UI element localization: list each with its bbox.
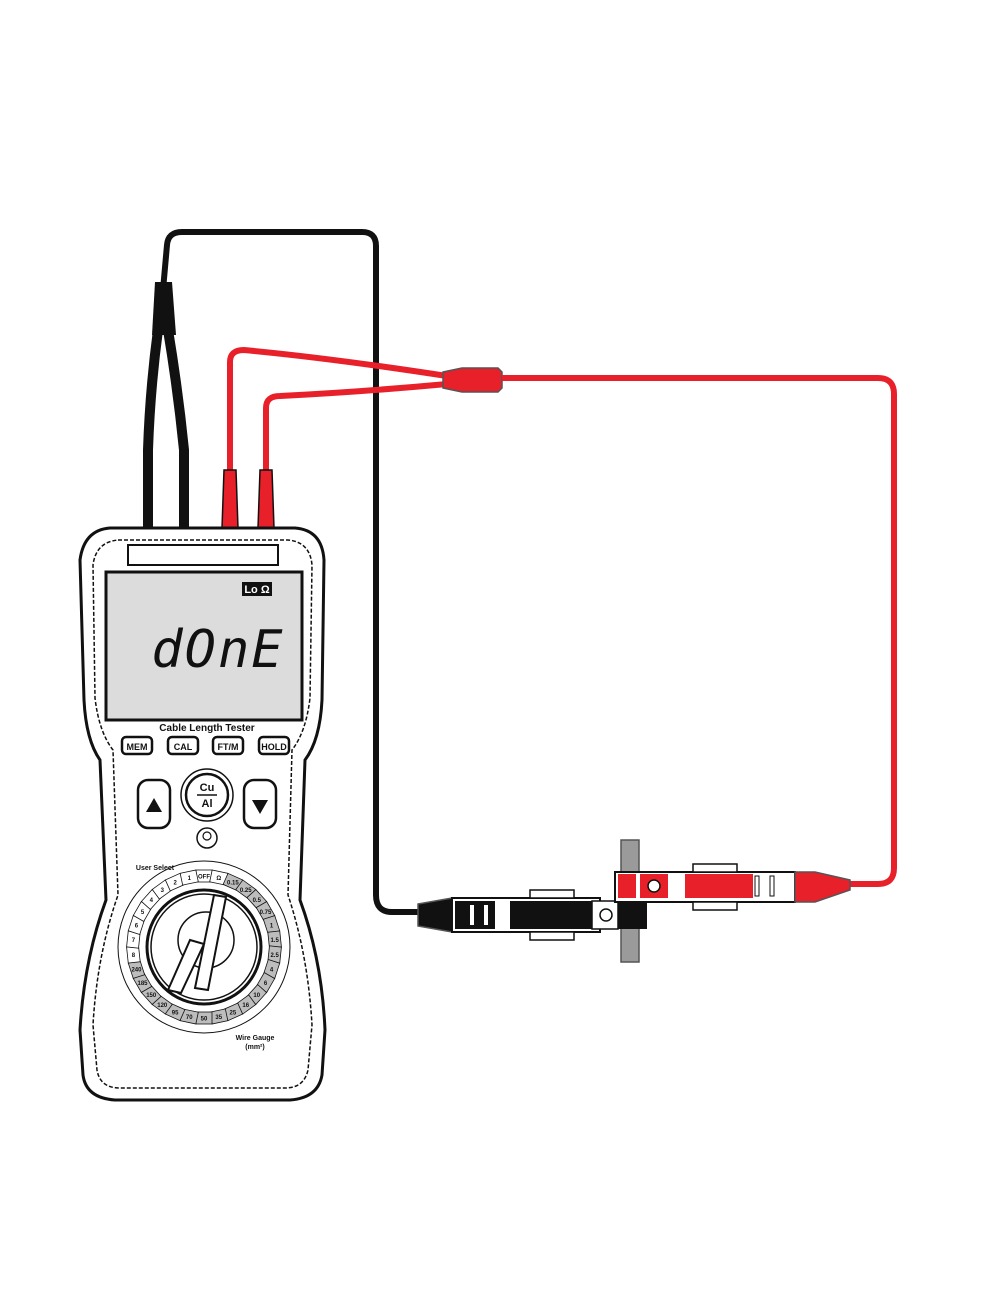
- dial-position-1[interactable]: 1: [270, 924, 274, 930]
- dial-position-4[interactable]: 4: [270, 967, 274, 973]
- red-probe-plug-right: [257, 469, 275, 529]
- cal-button[interactable]: CAL: [166, 735, 200, 756]
- dial-position-185[interactable]: 185: [138, 981, 149, 987]
- product-label: Cable Length Tester: [159, 723, 254, 734]
- lcd-display: [104, 570, 304, 722]
- cu-al-button[interactable]: Cu Al: [180, 768, 234, 822]
- svg-text:CAL: CAL: [174, 742, 193, 752]
- dial-position-35[interactable]: 35: [215, 1015, 222, 1021]
- wire-gauge-unit: (mm²): [245, 1044, 264, 1051]
- dial-position-5[interactable]: 5: [141, 910, 145, 916]
- dial-position-segment: [179, 869, 199, 886]
- triangle-up-icon: [146, 798, 162, 812]
- mem-button[interactable]: MEM: [120, 735, 154, 756]
- dial-position-4[interactable]: 4: [150, 898, 154, 904]
- ft-m-button[interactable]: FT/M: [211, 735, 245, 756]
- dial-position-1[interactable]: 1: [188, 876, 192, 882]
- red-alligator-clip: [614, 863, 851, 911]
- dial-position-0.5[interactable]: 0.5: [253, 898, 262, 904]
- mode-badge-text: Lo Ω: [244, 584, 269, 596]
- dial-position-6[interactable]: 6: [264, 981, 268, 987]
- svg-text:FT/M: FT/M: [218, 742, 239, 752]
- svg-text:Cu: Cu: [200, 782, 215, 794]
- dial-position-16[interactable]: 16: [242, 1003, 249, 1009]
- red-lead-left: [227, 346, 448, 470]
- mode-badge: [242, 582, 272, 596]
- dial-position-10[interactable]: 10: [253, 993, 260, 999]
- dial-position-95[interactable]: 95: [172, 1010, 179, 1016]
- backlight-button[interactable]: [196, 827, 218, 849]
- dial-position-6[interactable]: 6: [135, 924, 139, 930]
- svg-text:HOLD: HOLD: [261, 742, 287, 752]
- dial-position-0.25[interactable]: 0.25: [240, 888, 252, 894]
- dial-position-240[interactable]: 240: [131, 967, 142, 973]
- dial-knob[interactable]: [166, 893, 228, 995]
- black-lead-left: [143, 329, 163, 528]
- dial-position-0.15[interactable]: 0.15: [227, 881, 239, 887]
- hold-button[interactable]: HOLD: [257, 735, 291, 756]
- dial-position-120[interactable]: 120: [157, 1003, 168, 1009]
- dial-position-Ω[interactable]: Ω: [216, 876, 221, 882]
- svg-text:Al: Al: [202, 798, 213, 810]
- black-lead-right: [163, 329, 189, 528]
- lightbulb-icon: [202, 831, 212, 841]
- dial-position-7[interactable]: 7: [132, 938, 136, 944]
- dial-position-2[interactable]: 2: [173, 881, 177, 887]
- black-alligator-clip: [417, 889, 647, 941]
- dial-position-70[interactable]: 70: [186, 1015, 193, 1021]
- dial-position-1.5[interactable]: 1.5: [270, 938, 279, 944]
- black-splitter-plug: [152, 282, 176, 335]
- up-button[interactable]: [136, 778, 172, 830]
- dial-position-0.75[interactable]: 0.75: [260, 910, 272, 916]
- svg-text:MEM: MEM: [127, 742, 148, 752]
- red-lead-right: [263, 381, 448, 470]
- red-test-wire: [502, 375, 897, 887]
- dial-position-25[interactable]: 25: [230, 1010, 237, 1016]
- red-splitter-plug: [442, 367, 503, 393]
- triangle-down-icon: [252, 800, 268, 814]
- black-test-wire: [160, 229, 420, 915]
- user-select-label: User Select: [136, 865, 175, 872]
- dial-position-2.5[interactable]: 2.5: [270, 953, 279, 959]
- display-reading: dOnE: [151, 620, 284, 680]
- red-probe-plug-left: [221, 469, 239, 529]
- dial-position-3[interactable]: 3: [161, 888, 165, 894]
- dial-position-150[interactable]: 150: [146, 993, 157, 999]
- dial-position-50[interactable]: 50: [201, 1017, 208, 1023]
- dial-position-OFF[interactable]: OFF: [198, 875, 210, 881]
- down-button[interactable]: [242, 778, 278, 830]
- cable-length-tester-device: Lo Ω dOnE Cable Length Tester MEM CAL FT…: [78, 526, 327, 1102]
- wire-gauge-label: Wire Gauge: [236, 1035, 275, 1042]
- dial-position-8[interactable]: 8: [132, 953, 136, 959]
